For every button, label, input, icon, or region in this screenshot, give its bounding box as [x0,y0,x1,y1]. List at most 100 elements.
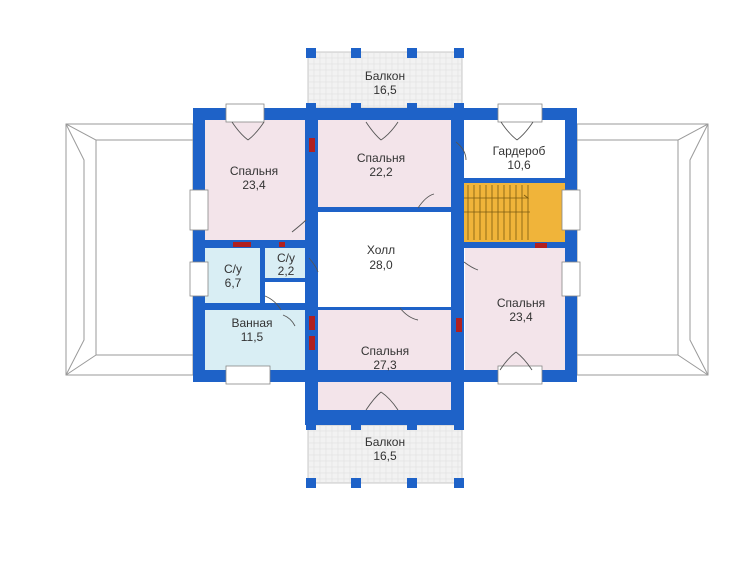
balcony-post [306,48,316,58]
vent-ducts [233,138,547,350]
svg-text:16,5: 16,5 [373,83,397,97]
door-swing [231,121,265,141]
room-label-bedroom-n: Спальня 22,2 [357,151,405,179]
windows [189,103,581,385]
svg-text:16,5: 16,5 [373,449,397,463]
walls [193,108,577,425]
balcony-post [407,48,417,58]
svg-text:10,6: 10,6 [507,158,531,172]
balcony-north [307,51,463,109]
window [561,261,581,297]
wardrobe-floor [462,120,565,178]
door-swing [463,261,479,271]
window [189,189,209,231]
balcony-post [407,420,417,430]
window [561,189,581,231]
bedroom-s-floor [318,310,451,410]
svg-text:11,5: 11,5 [241,330,264,344]
door-swing [455,141,467,161]
balcony-post [351,48,361,58]
roof-right [576,123,709,376]
doors [231,121,534,411]
window [497,365,543,385]
svg-text:Балкон: Балкон [365,435,405,449]
roof-outlines [65,123,709,376]
vent-duct [535,243,547,248]
svg-text:Спальня: Спальня [497,296,545,310]
bedroom-nw-floor [205,120,305,240]
vent-duct [456,318,462,332]
wc-1-floor [205,248,260,303]
svg-text:2,2: 2,2 [278,264,295,278]
window [497,103,543,123]
bedroom-n-floor [318,120,451,208]
door-swing [417,193,435,209]
door-swing [291,219,307,233]
door-swing [264,295,282,311]
svg-text:Холл: Холл [367,243,395,257]
door-swing [282,314,296,327]
bedroom-e-floor [465,248,565,370]
balcony-post [454,48,464,58]
balcony-posts [306,48,464,488]
svg-text:23,4: 23,4 [509,310,533,324]
roof-left [65,123,194,376]
svg-text:27,3: 27,3 [373,358,397,372]
stairs [458,183,566,242]
room-label-wc-2: С/у 2,2 [277,251,295,278]
door-swing [365,391,399,411]
balcony-post [407,103,417,113]
stair-arrow [462,194,530,199]
room-label-bathroom: Ванная 11,5 [231,316,272,344]
hall-floor [318,212,451,307]
room-label-bedroom-nw: Спальня 23,4 [230,164,278,192]
balcony-post [306,103,316,113]
balcony-post [351,103,361,113]
svg-text:Балкон: Балкон [365,69,405,83]
wc-2-floor [265,248,305,278]
svg-text:Спальня: Спальня [361,344,409,358]
door-swing [365,121,399,141]
room-label-balcony-n: Балкон 16,5 [365,69,405,97]
vent-duct [233,242,251,247]
room-label-hall: Холл 28,0 [367,243,395,272]
door-swing [308,257,319,273]
balcony-post [407,478,417,488]
vent-duct [309,138,315,152]
room-label-wc-1: С/у 6,7 [224,262,242,290]
bathroom-floor [205,310,305,370]
balcony-post [351,478,361,488]
balcony-post [306,478,316,488]
window [225,103,265,123]
balcony-post [454,103,464,113]
vent-duct [309,316,315,330]
balcony-post [454,478,464,488]
stair-treads [458,185,530,240]
vent-duct [309,336,315,350]
svg-text:6,7: 6,7 [225,276,242,290]
svg-text:22,2: 22,2 [369,165,393,179]
svg-text:Ванная: Ванная [231,316,272,330]
balcony-post [306,420,316,430]
balcony-post [454,420,464,430]
room-label-bedroom-e: Спальня 23,4 [497,296,545,324]
door-swing [500,121,534,141]
svg-text:28,0: 28,0 [369,258,393,272]
room-label-balcony-s: Балкон 16,5 [365,435,405,463]
door-swing [399,307,419,321]
room-label-bedroom-s: Спальня 27,3 [361,344,409,372]
svg-text:Гардероб: Гардероб [493,144,546,158]
window [189,261,209,297]
svg-text:С/у: С/у [277,251,295,265]
svg-text:Спальня: Спальня [230,164,278,178]
room-label-wardrobe: Гардероб 10,6 [493,144,546,172]
svg-text:С/у: С/у [224,262,242,276]
svg-text:23,4: 23,4 [242,178,266,192]
svg-text:Спальня: Спальня [357,151,405,165]
vent-duct [279,242,285,247]
window [225,365,271,385]
balcony-post [351,420,361,430]
door-swing [499,351,533,371]
balcony-south [307,424,463,484]
